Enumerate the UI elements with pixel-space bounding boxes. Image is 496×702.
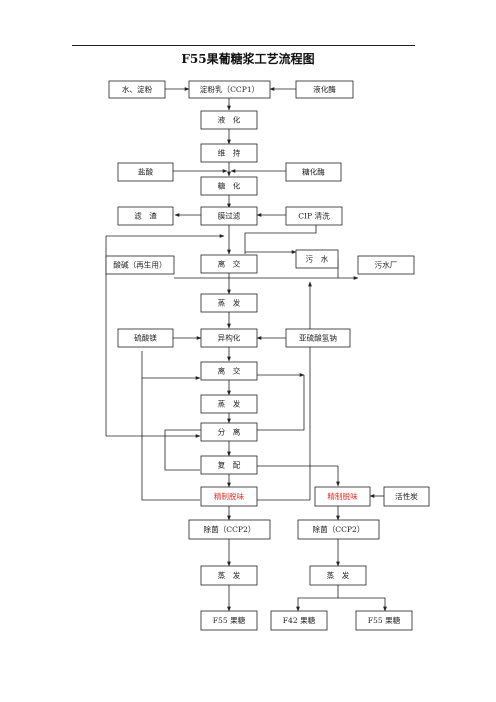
box-label: 蒸 发	[218, 298, 241, 308]
separation-right-line	[257, 375, 305, 431]
box-label: 活性炭	[395, 491, 418, 501]
box-acid-alkali: 酸碱（再生用）	[105, 255, 175, 275]
box-label: 分 离	[218, 427, 241, 437]
box-label: 蒸 发	[218, 570, 241, 580]
box-activated-carbon: 活性炭	[383, 486, 430, 507]
box-label: 糖化酶	[302, 167, 325, 177]
box-label: 液化酶	[313, 84, 336, 94]
box-maintain: 维 持	[200, 143, 258, 163]
box-sterilization-left: 除菌（CCP2）	[188, 519, 271, 540]
box-label: F55 果糖	[368, 615, 401, 625]
box-water-starch: 水、淀粉	[108, 80, 166, 99]
box-label: 滤 渣	[134, 211, 157, 221]
box-label: 离 交	[218, 259, 241, 269]
box-evaporation-right: 蒸 发	[309, 565, 367, 586]
box-wastewater: 污 水	[295, 249, 339, 269]
box-sodium-bisulfite: 亚硫酸氢钠	[285, 328, 351, 348]
header-rule	[72, 45, 415, 46]
arrow-to-f55-right	[338, 597, 387, 612]
box-label: 硫酸镁	[134, 333, 157, 343]
box-label: 糖 化	[218, 181, 241, 191]
box-starch-milk: 淀粉乳（CCP1）	[188, 80, 271, 99]
box-filter-residue: 滤 渣	[117, 206, 174, 226]
box-saccharification: 糖 化	[200, 176, 258, 196]
page-title: F55果葡糖浆工艺流程图	[181, 52, 315, 66]
box-label: 酸碱（再生用）	[113, 260, 166, 270]
box-isomerization: 异构化	[200, 328, 258, 348]
box-membrane-filtration: 膜过滤	[200, 206, 258, 226]
box-liquefying-enzyme: 液化酶	[295, 80, 354, 99]
box-blending: 复 配	[200, 455, 258, 475]
box-label: 污水厂	[375, 260, 398, 270]
box-liquefaction: 液 化	[200, 110, 258, 130]
box-label: 维 持	[218, 148, 241, 158]
box-f55-syrup-right: F55 果糖	[355, 610, 413, 631]
separation-loop-left	[164, 429, 201, 471]
box-label: 离 交	[218, 366, 241, 376]
box-refining-decolor-left: 精制脱味	[200, 486, 258, 507]
box-label: 精制脱味	[214, 491, 245, 501]
box-label: 污 水	[306, 254, 329, 264]
box-ion-exchange-2: 离 交	[200, 361, 258, 381]
box-label: 液 化	[218, 115, 241, 125]
box-label: 复 配	[218, 460, 241, 470]
box-label: 精制脱味	[327, 491, 358, 501]
box-label: 淀粉乳（CCP1）	[200, 84, 260, 94]
box-separation: 分 离	[200, 422, 258, 442]
box-evaporation-left: 蒸 发	[200, 565, 258, 586]
box-ion-exchange-1: 离 交	[200, 254, 258, 274]
box-evaporation-1: 蒸 发	[200, 293, 258, 313]
box-label: F55 果糖	[213, 615, 246, 625]
box-label: 蒸 发	[327, 570, 350, 580]
box-label: 水、淀粉	[122, 84, 153, 94]
connectors	[105, 87, 387, 612]
box-label: F42 果糖	[283, 615, 316, 625]
box-label: 盐酸	[138, 167, 154, 177]
box-sterilization-right: 除菌（CCP2）	[297, 519, 380, 540]
cip-return-line	[244, 224, 317, 254]
box-label: CIP 清洗	[298, 211, 330, 221]
box-label: 蒸 发	[218, 399, 241, 409]
arrow-to-f42	[296, 585, 339, 612]
box-refining-decolor-right: 精制脱味	[314, 486, 371, 507]
box-evaporation-2: 蒸 发	[200, 394, 258, 414]
box-label: 除菌（CCP2）	[313, 524, 365, 534]
box-magnesium-sulfate: 硫酸镁	[117, 328, 174, 348]
box-saccharifying-enzyme: 糖化酶	[285, 162, 342, 182]
box-f55-syrup-left: F55 果糖	[200, 610, 258, 631]
left-to-refining	[141, 378, 200, 501]
box-label: 亚硫酸氢钠	[299, 333, 337, 343]
box-label: 除菌（CCP2）	[204, 524, 256, 534]
box-label: 膜过滤	[218, 211, 241, 221]
box-hydrochloric-acid: 盐酸	[117, 162, 174, 182]
box-label: 异构化	[218, 333, 241, 343]
box-f42-syrup: F42 果糖	[270, 610, 328, 631]
box-wastewater-plant: 污水厂	[357, 255, 415, 275]
box-cip-cleaning: CIP 清洗	[285, 206, 343, 226]
